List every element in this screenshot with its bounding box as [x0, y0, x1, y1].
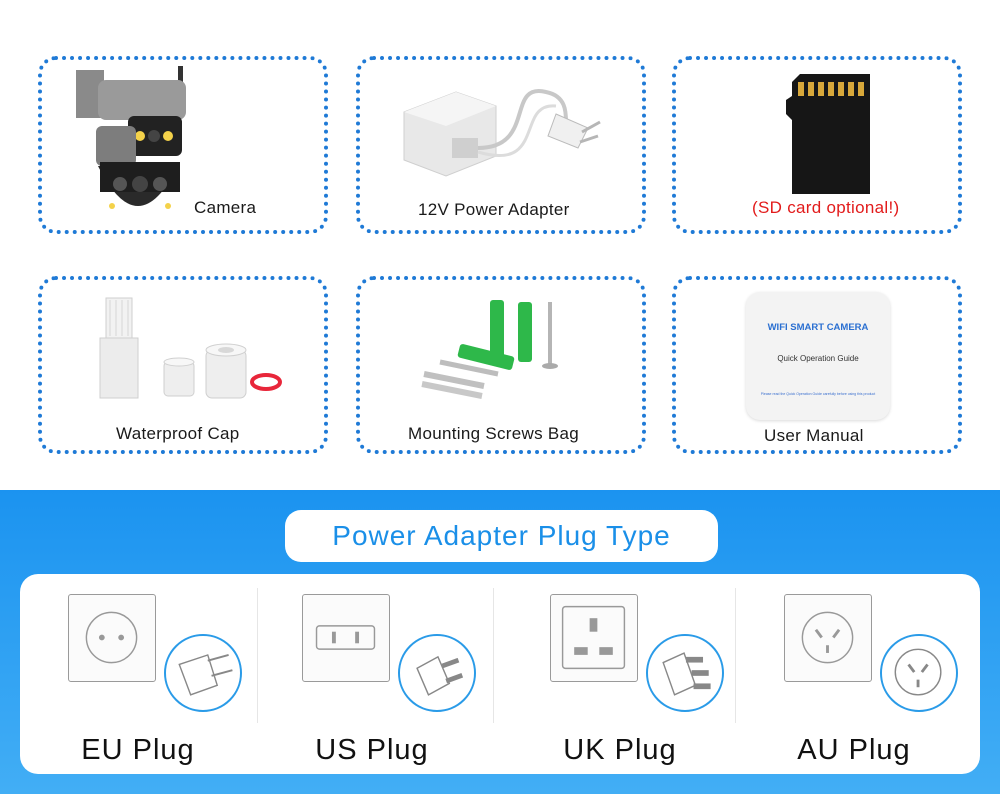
uk-socket-icon	[550, 594, 638, 682]
item-label: Camera	[194, 198, 257, 217]
plug-us: US Plug	[257, 574, 487, 774]
plug-uk: UK Plug	[505, 574, 735, 774]
plug-eu: EU Plug	[23, 574, 253, 774]
power-adapter-image	[403, 88, 601, 177]
item-label: Waterproof Cap	[116, 424, 240, 443]
eu-socket-icon	[68, 594, 156, 682]
mounting-screws-image	[421, 300, 558, 399]
item-label: 12V Power Adapter	[418, 200, 570, 219]
item-card-camera: Camera	[38, 56, 328, 234]
us-socket-icon	[302, 594, 390, 682]
us-plug-icon	[398, 634, 476, 712]
sd-card-image	[786, 74, 870, 194]
divider	[493, 588, 494, 723]
plug-label: AU Plug	[797, 734, 911, 766]
item-card-sd-card: (SD card optional!)	[672, 56, 962, 234]
manual-subtitle: Quick Operation Guide	[777, 354, 859, 363]
plug-panel: EU Plug US Plug UK Plug	[20, 574, 980, 774]
plug-au: AU Plug	[739, 574, 969, 774]
plug-label: EU Plug	[81, 734, 195, 766]
item-label: Mounting Screws Bag	[408, 424, 580, 443]
package-contents: Camera 12V Power Adapter (SD card option	[38, 56, 962, 454]
waterproof-cap-image	[99, 297, 282, 399]
manual-footnote: Please read the Quick Operation Guide ca…	[760, 392, 876, 396]
section-title-pill: Power Adapter Plug Type	[285, 510, 718, 562]
au-plug-icon	[880, 634, 958, 712]
item-label: User Manual	[764, 426, 864, 445]
divider	[735, 588, 736, 723]
plug-label: US Plug	[315, 734, 429, 766]
au-socket-icon	[784, 594, 872, 682]
plug-label: UK Plug	[563, 734, 677, 766]
item-card-power-adapter: 12V Power Adapter	[356, 56, 646, 234]
item-card-user-manual: WIFI SMART CAMERA Quick Operation Guide …	[672, 276, 962, 454]
section-title: Power Adapter Plug Type	[332, 520, 671, 551]
divider	[257, 588, 258, 723]
camera-image	[76, 66, 186, 215]
item-card-waterproof-cap: Waterproof Cap	[38, 276, 328, 454]
item-card-mounting-screws: Mounting Screws Bag	[356, 276, 646, 454]
manual-brand: WIFI SMART CAMERA	[767, 322, 869, 333]
item-label: (SD card optional!)	[752, 198, 900, 217]
uk-plug-icon	[646, 634, 724, 712]
user-manual-image: WIFI SMART CAMERA Quick Operation Guide …	[746, 292, 890, 420]
eu-plug-icon	[164, 634, 242, 712]
plug-type-section: Power Adapter Plug Type EU Plug US Plug	[0, 490, 1000, 794]
